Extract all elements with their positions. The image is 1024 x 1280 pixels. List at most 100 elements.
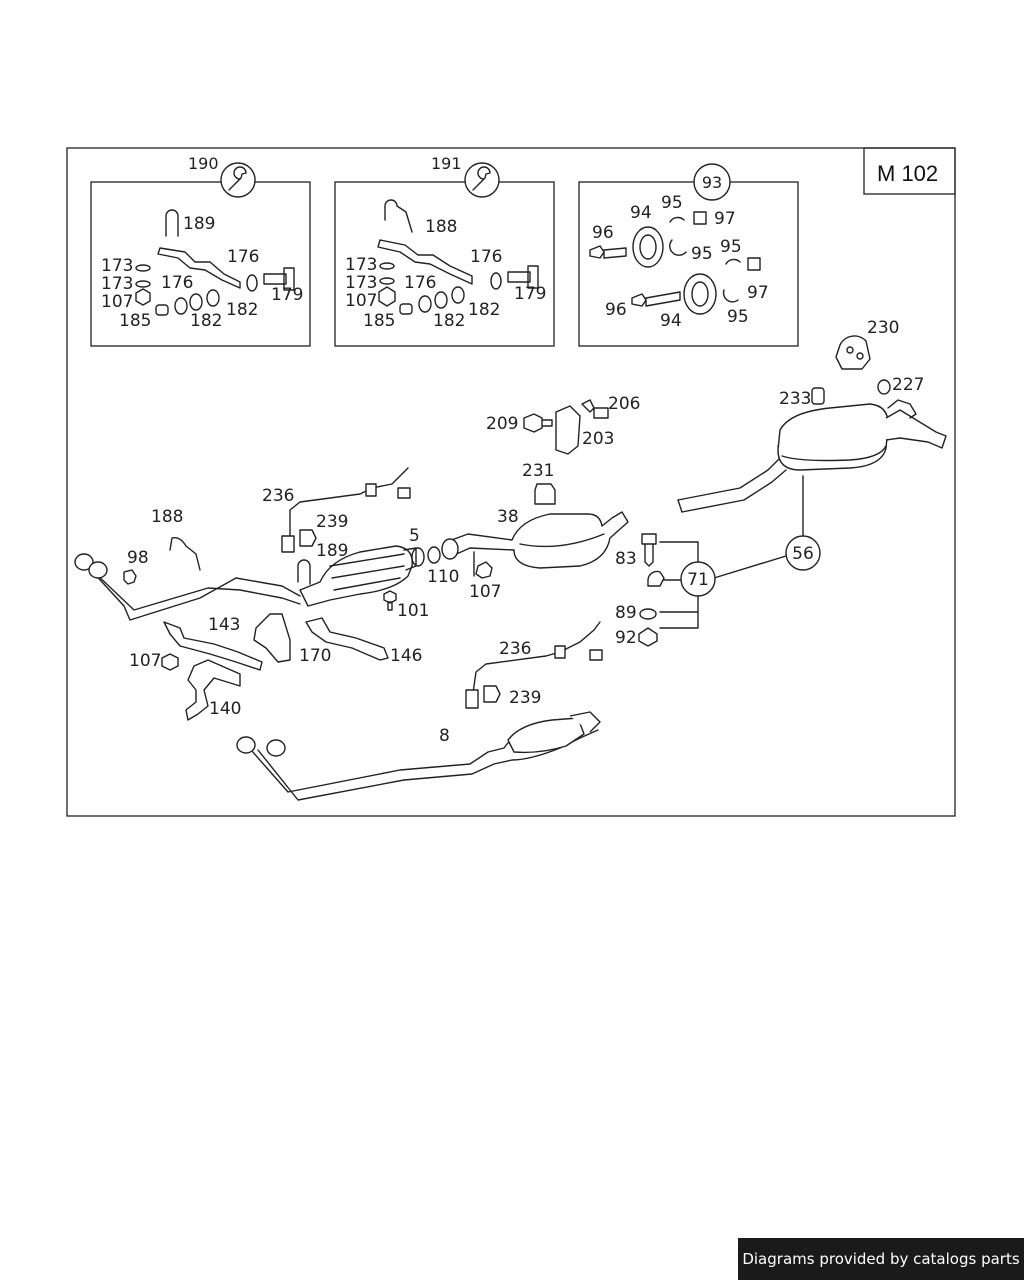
catalyst-8-icon (507, 717, 585, 754)
oxygen-sensor-icon (281, 535, 295, 553)
middle-resonator-group[interactable]: 38 110 5 107 (409, 507, 629, 602)
muffler-seam (781, 445, 887, 462)
bolt-icon (523, 413, 553, 433)
kit-191-ref: 191 (431, 154, 462, 173)
part-label: 182 (433, 311, 465, 331)
pipe-8-outlet (569, 711, 601, 733)
part-label: 8 (439, 726, 450, 746)
part-label: 98 (127, 548, 149, 568)
part-label: 182 (468, 300, 500, 320)
mount-hole (856, 352, 864, 360)
part-label: 95 (691, 244, 713, 264)
part-label: 239 (509, 688, 541, 708)
catalyst-front-pipe-group[interactable]: 101 189 188 98 236 239 (74, 467, 429, 621)
kit-93[interactable]: 93 96 94 95 97 95 95 96 94 97 95 (578, 163, 799, 347)
mount-hole (846, 346, 854, 354)
part-label: 173 (101, 274, 133, 294)
catalytic-converter-icon (299, 545, 413, 607)
bump-stop-icon (811, 387, 825, 405)
pipe-hanger-icon (169, 536, 201, 571)
clamp-ring-icon (683, 273, 717, 315)
part-label: 231 (522, 461, 554, 481)
clamp-ring-icon (632, 226, 664, 268)
front-pipe-upper (79, 557, 301, 621)
kit-190[interactable]: 190 189 173 173 176 176 107 185 182 182 … (90, 154, 311, 347)
part-label: 94 (660, 311, 682, 331)
pipe-flange-icon (236, 736, 256, 754)
part-label: 95 (727, 307, 749, 327)
bracket-143-icon (163, 621, 263, 671)
callout-56[interactable]: 56 (713, 535, 821, 579)
oxygen-sensor-icon (465, 689, 479, 709)
bracket-140-icon (185, 659, 241, 721)
nut-icon (378, 286, 396, 307)
tail-tip-icon (885, 409, 947, 449)
part-label: 95 (661, 193, 683, 213)
bolt-icon (589, 245, 627, 259)
rubber-hanger-icon (555, 405, 581, 455)
callout-56-label: 56 (792, 544, 814, 564)
part-label: 173 (101, 256, 133, 276)
washer-icon (490, 272, 502, 290)
part-label: 182 (190, 311, 222, 331)
clamp-icon (647, 570, 665, 587)
rubber-block-icon (534, 483, 556, 505)
part-label: 94 (630, 203, 652, 223)
wrench-icon (464, 162, 500, 198)
part-label: 189 (316, 541, 348, 561)
part-label: 227 (892, 375, 924, 395)
part-label: 209 (486, 414, 518, 434)
washer-icon (379, 277, 395, 285)
alternative-pipe-group[interactable]: 8 236 239 (236, 621, 603, 801)
rear-muffler-group[interactable]: 230 227 233 (677, 318, 947, 537)
seal-ring-icon (411, 547, 425, 567)
washer-icon (639, 608, 657, 620)
part-label: 185 (119, 311, 151, 331)
part-label: 176 (161, 273, 193, 293)
washer-icon (135, 280, 151, 288)
kit-93-ref: 93 (702, 173, 722, 192)
pipe-flange-icon (441, 538, 459, 560)
kit-191[interactable]: 191 188 173 173 176 176 107 185 182 182 … (334, 154, 555, 347)
nut-icon (747, 257, 761, 271)
kit-93-box (578, 181, 799, 347)
washer-icon (135, 264, 151, 272)
kit-191-box (334, 181, 555, 347)
part-label: 89 (615, 603, 637, 623)
pipe-flange-icon (88, 561, 108, 579)
leader-lines (659, 541, 699, 629)
callout-71[interactable]: 71 83 89 92 (615, 533, 716, 648)
part-label: 179 (514, 284, 546, 304)
part-label: 96 (605, 300, 627, 320)
bolt-icon (263, 267, 295, 291)
hanger-bracket (887, 399, 917, 419)
bolt-head-icon (155, 304, 169, 316)
part-label: 96 (592, 223, 614, 243)
part-label: 95 (720, 237, 742, 257)
part-label: 143 (208, 615, 240, 635)
part-label: 236 (262, 486, 294, 506)
nut-icon (475, 561, 493, 579)
tail-pipe-lower (681, 469, 787, 513)
part-label: 170 (299, 646, 331, 666)
kit-93-callout (693, 163, 731, 201)
engine-code-box (863, 147, 956, 195)
seal-ring-icon (427, 546, 441, 564)
bracket-170-icon (253, 613, 291, 663)
part-label: 107 (345, 291, 377, 311)
part-label: 188 (151, 507, 183, 527)
part-label: 173 (345, 255, 377, 275)
bolt-icon (641, 533, 657, 567)
part-label: 182 (226, 300, 258, 320)
rear-muffler-icon (777, 403, 889, 471)
engine-code: M 102 (877, 161, 938, 186)
callout-56-circle (785, 535, 821, 571)
kit-190-box (90, 181, 311, 347)
bracket-icon (157, 247, 241, 289)
part-label: 233 (779, 389, 811, 409)
hanger-mount-group[interactable]: 209 206 203 231 (486, 394, 640, 505)
stud-icon (123, 569, 137, 585)
part-label: 236 (499, 639, 531, 659)
bracket-group[interactable]: 143 107 170 146 140 (129, 613, 422, 721)
pipe-hanger-icon (384, 199, 413, 233)
